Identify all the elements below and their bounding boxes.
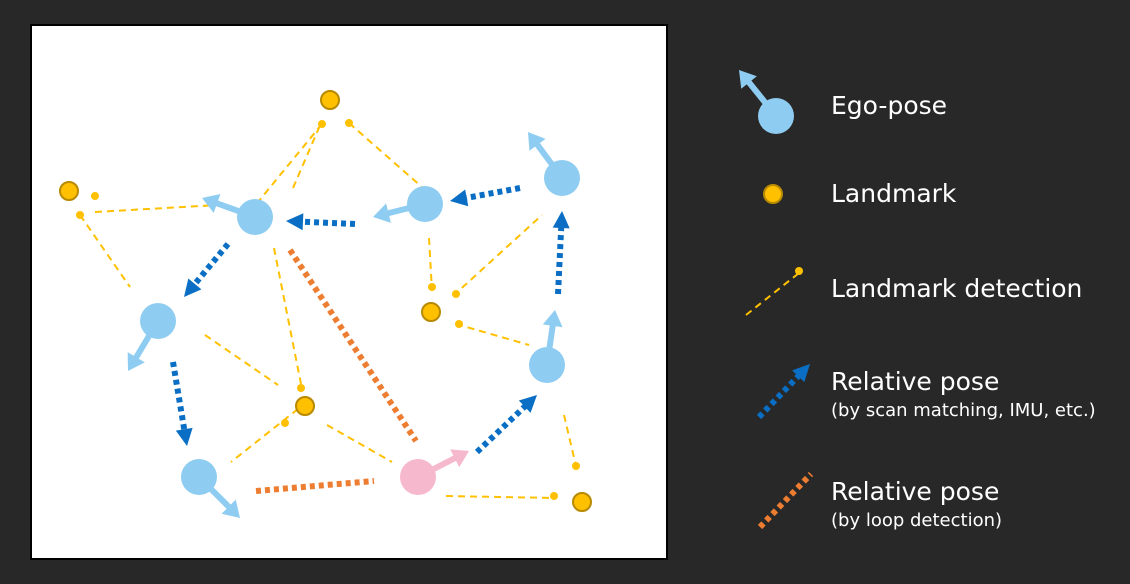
scan-edge-4 bbox=[170, 361, 188, 431]
blue-dotted-arrow-icon-head bbox=[792, 364, 810, 383]
detection-dot-9 bbox=[455, 320, 463, 328]
ego-pose-2 bbox=[407, 186, 443, 222]
ego-pose-1 bbox=[544, 160, 580, 196]
detection-line-10 bbox=[428, 237, 433, 292]
landmark-4 bbox=[295, 396, 315, 416]
scan-edge-4-head bbox=[175, 427, 193, 446]
ego-pose-5-arrow-head bbox=[221, 499, 240, 518]
detection-dot-11 bbox=[550, 492, 558, 500]
detection-dot-3 bbox=[91, 192, 99, 200]
ego-pose-icon bbox=[758, 98, 794, 134]
ego-pose-5 bbox=[181, 459, 217, 495]
scan-edge-1 bbox=[465, 185, 521, 202]
legend-ego-pose-label: Ego-pose bbox=[831, 91, 948, 120]
scan-edge-2-head bbox=[286, 213, 304, 231]
detection-dot-8 bbox=[452, 290, 460, 298]
scan-edge-3 bbox=[191, 242, 231, 287]
landmark-icon bbox=[763, 184, 783, 204]
detection-line-7 bbox=[204, 334, 279, 386]
legend-relative-loop-label: Relative pose bbox=[831, 477, 1000, 506]
ego-pose-3-arrow-head bbox=[202, 193, 221, 213]
ego-pose-7-arrow-head bbox=[542, 310, 563, 328]
detection-line-3 bbox=[348, 122, 424, 189]
detection-line-2 bbox=[257, 123, 323, 203]
scan-edge-6-head bbox=[552, 211, 570, 229]
ego-pose-4-arrow-head bbox=[127, 352, 145, 371]
legend-landmark-label: Landmark bbox=[831, 179, 957, 208]
ego-pose-1-arrow-head bbox=[528, 132, 546, 151]
scan-edge-2 bbox=[301, 218, 356, 227]
orange-dotted-line-icon bbox=[757, 471, 814, 530]
detection-line-13 bbox=[563, 414, 577, 467]
detection-line-8 bbox=[230, 408, 299, 463]
scan-edge-6 bbox=[555, 226, 565, 295]
landmark-3 bbox=[421, 302, 441, 322]
legend-detection-label: Landmark detection bbox=[831, 274, 1083, 303]
ego-pose-7 bbox=[529, 347, 565, 383]
ego-pose-3 bbox=[237, 199, 273, 235]
landmark-1 bbox=[320, 90, 340, 110]
pose-graph-panel bbox=[30, 24, 668, 560]
detection-dot-10 bbox=[572, 462, 580, 470]
legend-icons bbox=[739, 70, 814, 530]
detection-dot-4 bbox=[76, 211, 84, 219]
landmark-2 bbox=[59, 181, 79, 201]
legend-relative-loop-sublabel: (by loop detection) bbox=[831, 510, 1003, 531]
scan-edge-5 bbox=[474, 403, 528, 455]
dashed-line-icon-dot bbox=[795, 267, 803, 275]
detection-line-11 bbox=[452, 214, 543, 297]
ego-pose-2-arrow-head bbox=[373, 203, 391, 223]
scan-edge-1-head bbox=[450, 189, 469, 207]
loop-closure-pose-arrow-head bbox=[450, 449, 469, 468]
detection-dot-7 bbox=[428, 283, 436, 291]
pose-graph-diagram bbox=[59, 90, 592, 518]
loop-closure-pose bbox=[400, 459, 436, 495]
detection-line-12 bbox=[455, 323, 530, 346]
loop-edge-2 bbox=[287, 248, 419, 443]
detection-line-6 bbox=[273, 247, 302, 385]
blue-dotted-arrow-icon bbox=[756, 373, 802, 420]
ego-pose-4 bbox=[140, 303, 176, 339]
detection-line-4 bbox=[94, 204, 219, 213]
legend-relative-scan-sublabel: (by scan matching, IMU, etc.) bbox=[831, 400, 1096, 421]
detection-line-5 bbox=[79, 214, 131, 288]
loop-edge-1 bbox=[255, 478, 375, 494]
ego-pose-icon-arrow-head bbox=[739, 70, 757, 89]
detection-line-9 bbox=[326, 424, 393, 463]
detection-dot-5 bbox=[297, 384, 305, 392]
dashed-line-icon bbox=[745, 272, 800, 316]
legend-relative-scan-label: Relative pose bbox=[831, 367, 1000, 396]
detection-line-14 bbox=[445, 495, 556, 499]
scan-edge-3-head bbox=[184, 278, 202, 297]
detection-dot-6 bbox=[281, 419, 289, 427]
detection-dot-2 bbox=[345, 119, 353, 127]
detection-dot-1 bbox=[318, 120, 326, 128]
scan-edge-5-head bbox=[518, 395, 537, 413]
landmark-5 bbox=[572, 492, 592, 512]
